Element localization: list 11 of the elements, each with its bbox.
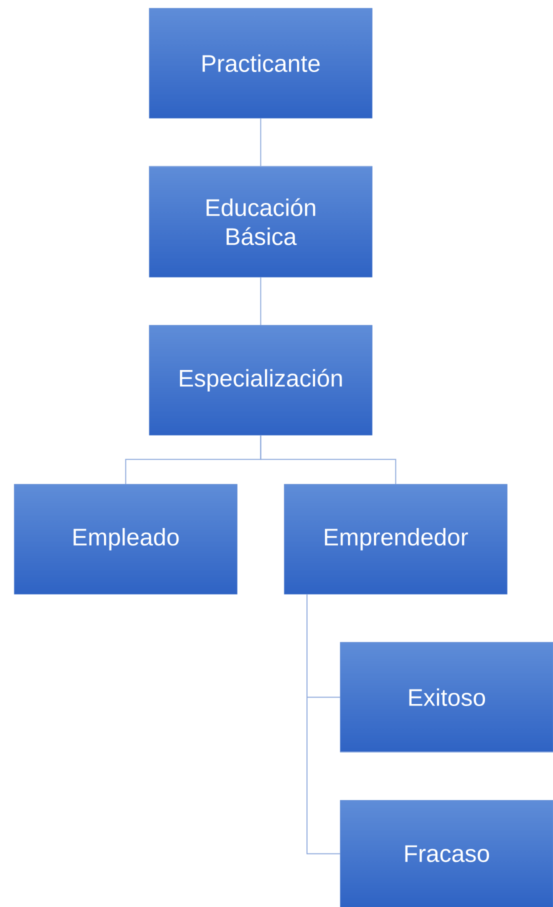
connector-line <box>306 594 340 854</box>
org-box: Fracaso <box>340 800 553 907</box>
connector-line <box>260 276 262 326</box>
connector-line <box>260 118 262 166</box>
org-box: Empleado <box>14 484 238 594</box>
org-box: Emprendedor <box>284 484 508 594</box>
org-box: Exitoso <box>340 642 553 752</box>
org-box: Especialización <box>149 325 372 436</box>
org-box: Educación Básica <box>149 166 372 278</box>
org-box: Practicante <box>149 8 372 118</box>
connector-line <box>260 434 396 484</box>
